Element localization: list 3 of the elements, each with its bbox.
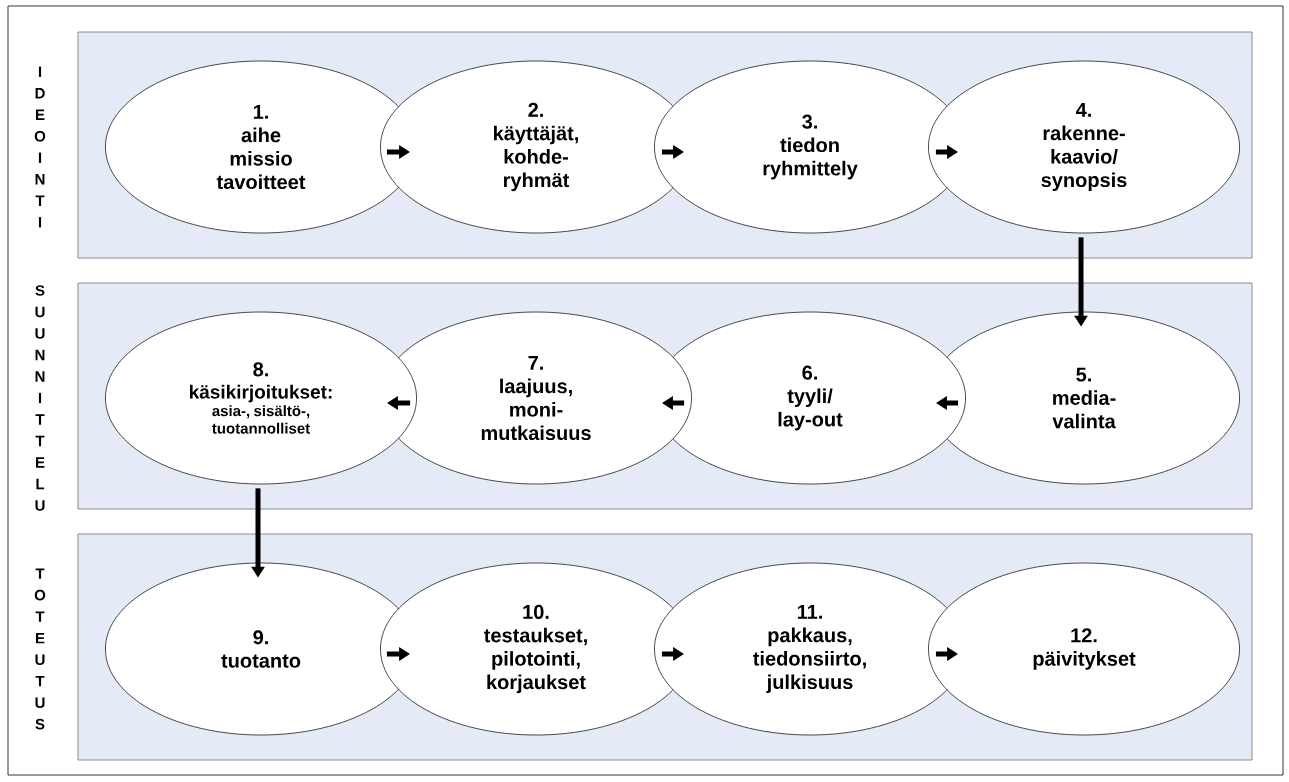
node-label: TOTEUTUS xyxy=(34,568,46,730)
node-label: IDEOINTI xyxy=(34,66,46,228)
node-label: SUUNNITTELU xyxy=(35,285,45,511)
